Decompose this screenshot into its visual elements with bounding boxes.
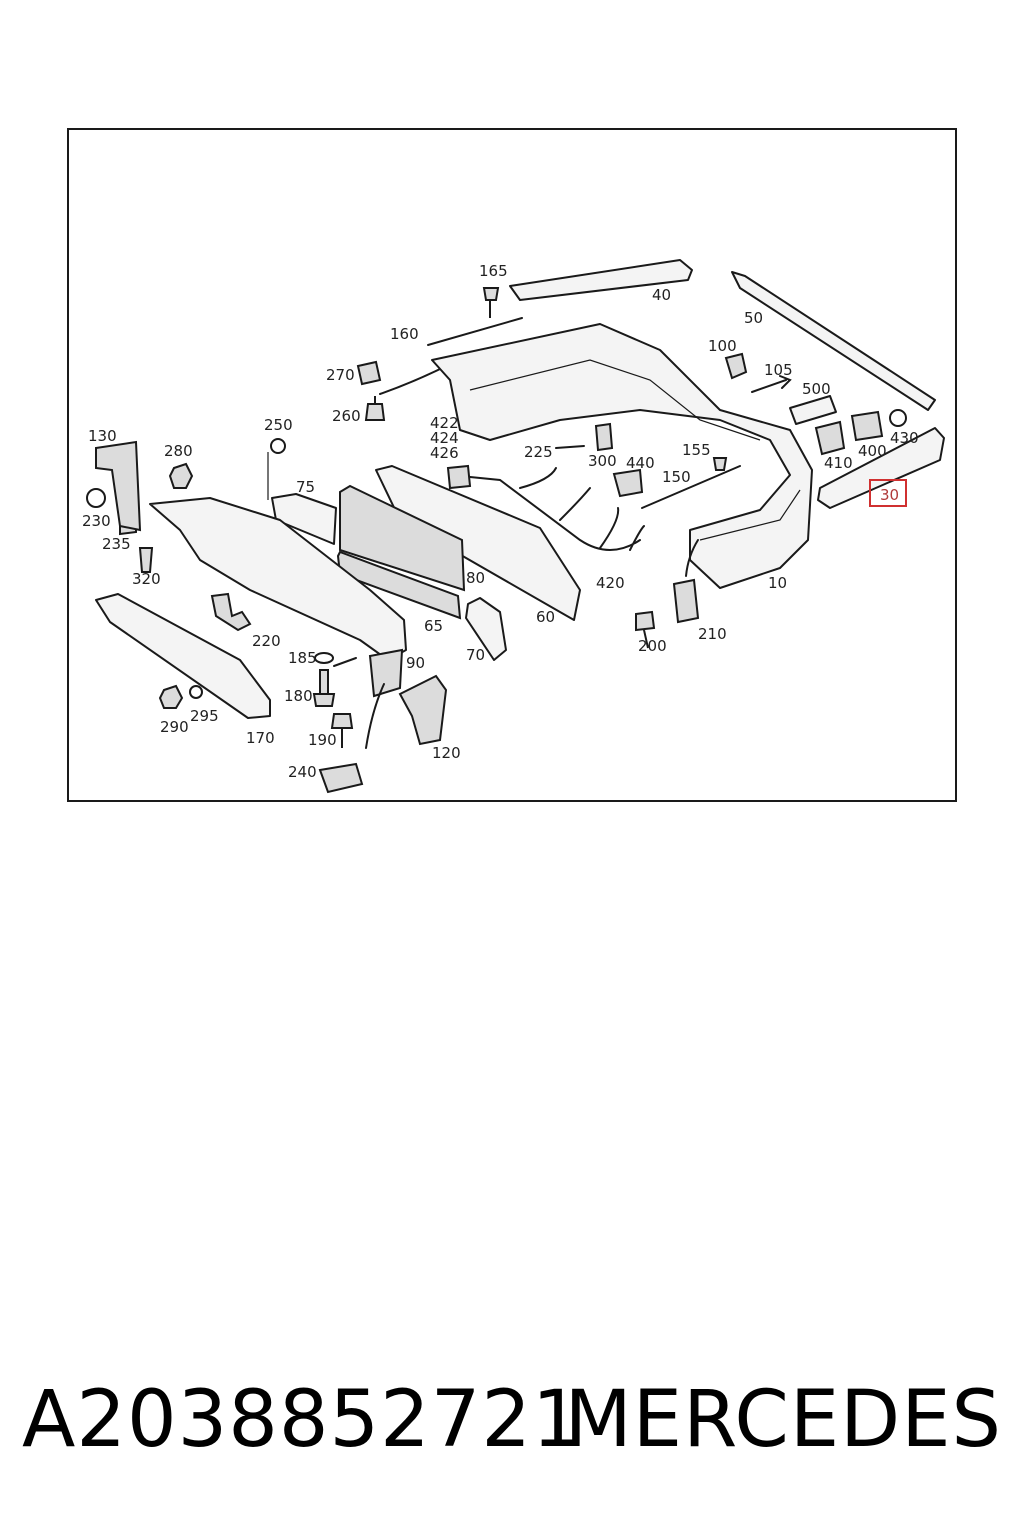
part-290-nut[interactable] (158, 684, 184, 709)
callout-120[interactable]: 120 (432, 744, 461, 762)
callout-100[interactable]: 100 (708, 337, 737, 355)
part-210-bracket[interactable] (672, 578, 700, 624)
callout-70[interactable]: 70 (466, 646, 485, 664)
part-90-bracket[interactable] (368, 648, 404, 698)
callout-260[interactable]: 260 (332, 407, 361, 425)
part-320-pin[interactable] (138, 547, 154, 573)
part-75-panel[interactable] (271, 493, 337, 545)
part-295-washer[interactable] (189, 685, 203, 699)
part-260-screw[interactable] (364, 396, 386, 421)
callout-420[interactable]: 420 (596, 574, 625, 592)
part-130-bracket[interactable] (95, 440, 142, 532)
part-150-strip[interactable] (641, 465, 741, 509)
part-200-screw[interactable] (635, 610, 656, 649)
callout-400[interactable]: 400 (858, 442, 887, 460)
callout-290[interactable]: 290 (160, 718, 189, 736)
part-180-bolt[interactable] (312, 669, 336, 707)
part-220-bolt[interactable] (210, 592, 252, 632)
part-10-inner-line (469, 359, 761, 441)
callout-65[interactable]: 65 (424, 617, 443, 635)
part-50-trim[interactable] (731, 271, 936, 411)
part-40-strip[interactable] (509, 259, 693, 301)
part-250-washer[interactable] (270, 438, 286, 454)
callout-300[interactable]: 300 (588, 452, 617, 470)
callout-235[interactable]: 235 (102, 535, 131, 553)
callout-210[interactable]: 210 (698, 625, 727, 643)
callout-422[interactable]: 422 (430, 414, 459, 432)
part-80-pad[interactable] (339, 484, 466, 592)
part-105-arrow[interactable] (751, 375, 792, 393)
part-420-wire-harness[interactable] (459, 467, 645, 551)
part-160-strip[interactable] (427, 317, 523, 346)
part-400[interactable] (850, 410, 884, 442)
callout-130[interactable]: 130 (88, 427, 117, 445)
callout-270[interactable]: 270 (326, 366, 355, 384)
callout-190[interactable]: 190 (308, 731, 337, 749)
part-230-grommet[interactable] (86, 488, 106, 508)
callout-155[interactable]: 155 (682, 441, 711, 459)
part-100[interactable] (724, 352, 748, 380)
part-225-pin[interactable] (555, 445, 585, 449)
arrow-240 (365, 683, 385, 749)
part-120-bracket[interactable] (398, 674, 448, 746)
footer: A2038852721 MERCEDES (0, 1370, 1024, 1470)
part-170-impact-bar[interactable] (95, 593, 271, 719)
callout-280[interactable]: 280 (164, 442, 193, 460)
callout-500[interactable]: 500 (802, 380, 831, 398)
part-300-clip[interactable] (594, 422, 614, 452)
part-270-clip[interactable] (356, 360, 382, 386)
callout-430[interactable]: 430 (890, 429, 919, 447)
callout-220[interactable]: 220 (252, 632, 281, 650)
brand-name: MERCEDES (564, 1375, 1002, 1465)
part-240-clip[interactable] (318, 762, 364, 794)
arrow-210 (685, 539, 699, 577)
callout-80[interactable]: 80 (466, 569, 485, 587)
callout-170[interactable]: 170 (246, 729, 275, 747)
callout-60[interactable]: 60 (536, 608, 555, 626)
callout-180[interactable]: 180 (284, 687, 313, 705)
callout-225[interactable]: 225 (524, 443, 553, 461)
part-185-washer[interactable] (314, 652, 334, 664)
callout-424[interactable]: 424 (430, 429, 459, 447)
callout-200[interactable]: 200 (638, 637, 667, 655)
callout-440[interactable]: 440 (626, 454, 655, 472)
part-70-trim[interactable] (465, 597, 507, 661)
callout-150[interactable]: 150 (662, 468, 691, 486)
callout-10[interactable]: 10 (768, 574, 787, 592)
callout-426[interactable]: 426 (430, 444, 459, 462)
callout-160[interactable]: 160 (390, 325, 419, 343)
part-422-connector[interactable] (446, 464, 472, 490)
part-30-highlight-box[interactable] (869, 479, 907, 507)
callout-240[interactable]: 240 (288, 763, 317, 781)
callout-50[interactable]: 50 (744, 309, 763, 327)
callout-30[interactable]: 30 (880, 486, 899, 504)
diagram-frame (67, 128, 957, 802)
callout-40[interactable]: 40 (652, 286, 671, 304)
part-number: A2038852721 (22, 1375, 583, 1465)
callout-410[interactable]: 410 (824, 454, 853, 472)
part-410[interactable] (814, 420, 846, 456)
part-10-inner-line-2 (699, 489, 801, 541)
callout-185[interactable]: 185 (288, 649, 317, 667)
part-430-grommet[interactable] (889, 409, 907, 427)
part-30-trim[interactable] (817, 427, 945, 509)
callout-230[interactable]: 230 (82, 512, 111, 530)
callout-250[interactable]: 250 (264, 416, 293, 434)
callout-165[interactable]: 165 (479, 262, 508, 280)
part-280-nut[interactable] (168, 462, 194, 489)
arrow-185 (333, 657, 357, 667)
callout-295[interactable]: 295 (190, 707, 219, 725)
part-500[interactable] (789, 395, 837, 425)
callout-75[interactable]: 75 (296, 478, 315, 496)
part-10-bumper-cover[interactable] (431, 323, 813, 589)
part-190-screw[interactable] (330, 713, 354, 748)
callout-320[interactable]: 320 (132, 570, 161, 588)
callout-105[interactable]: 105 (764, 361, 793, 379)
callout-90[interactable]: 90 (406, 654, 425, 672)
part-440-bracket[interactable] (612, 468, 644, 498)
part-165-clip[interactable] (482, 287, 500, 318)
part-155-clip[interactable] (712, 457, 728, 471)
